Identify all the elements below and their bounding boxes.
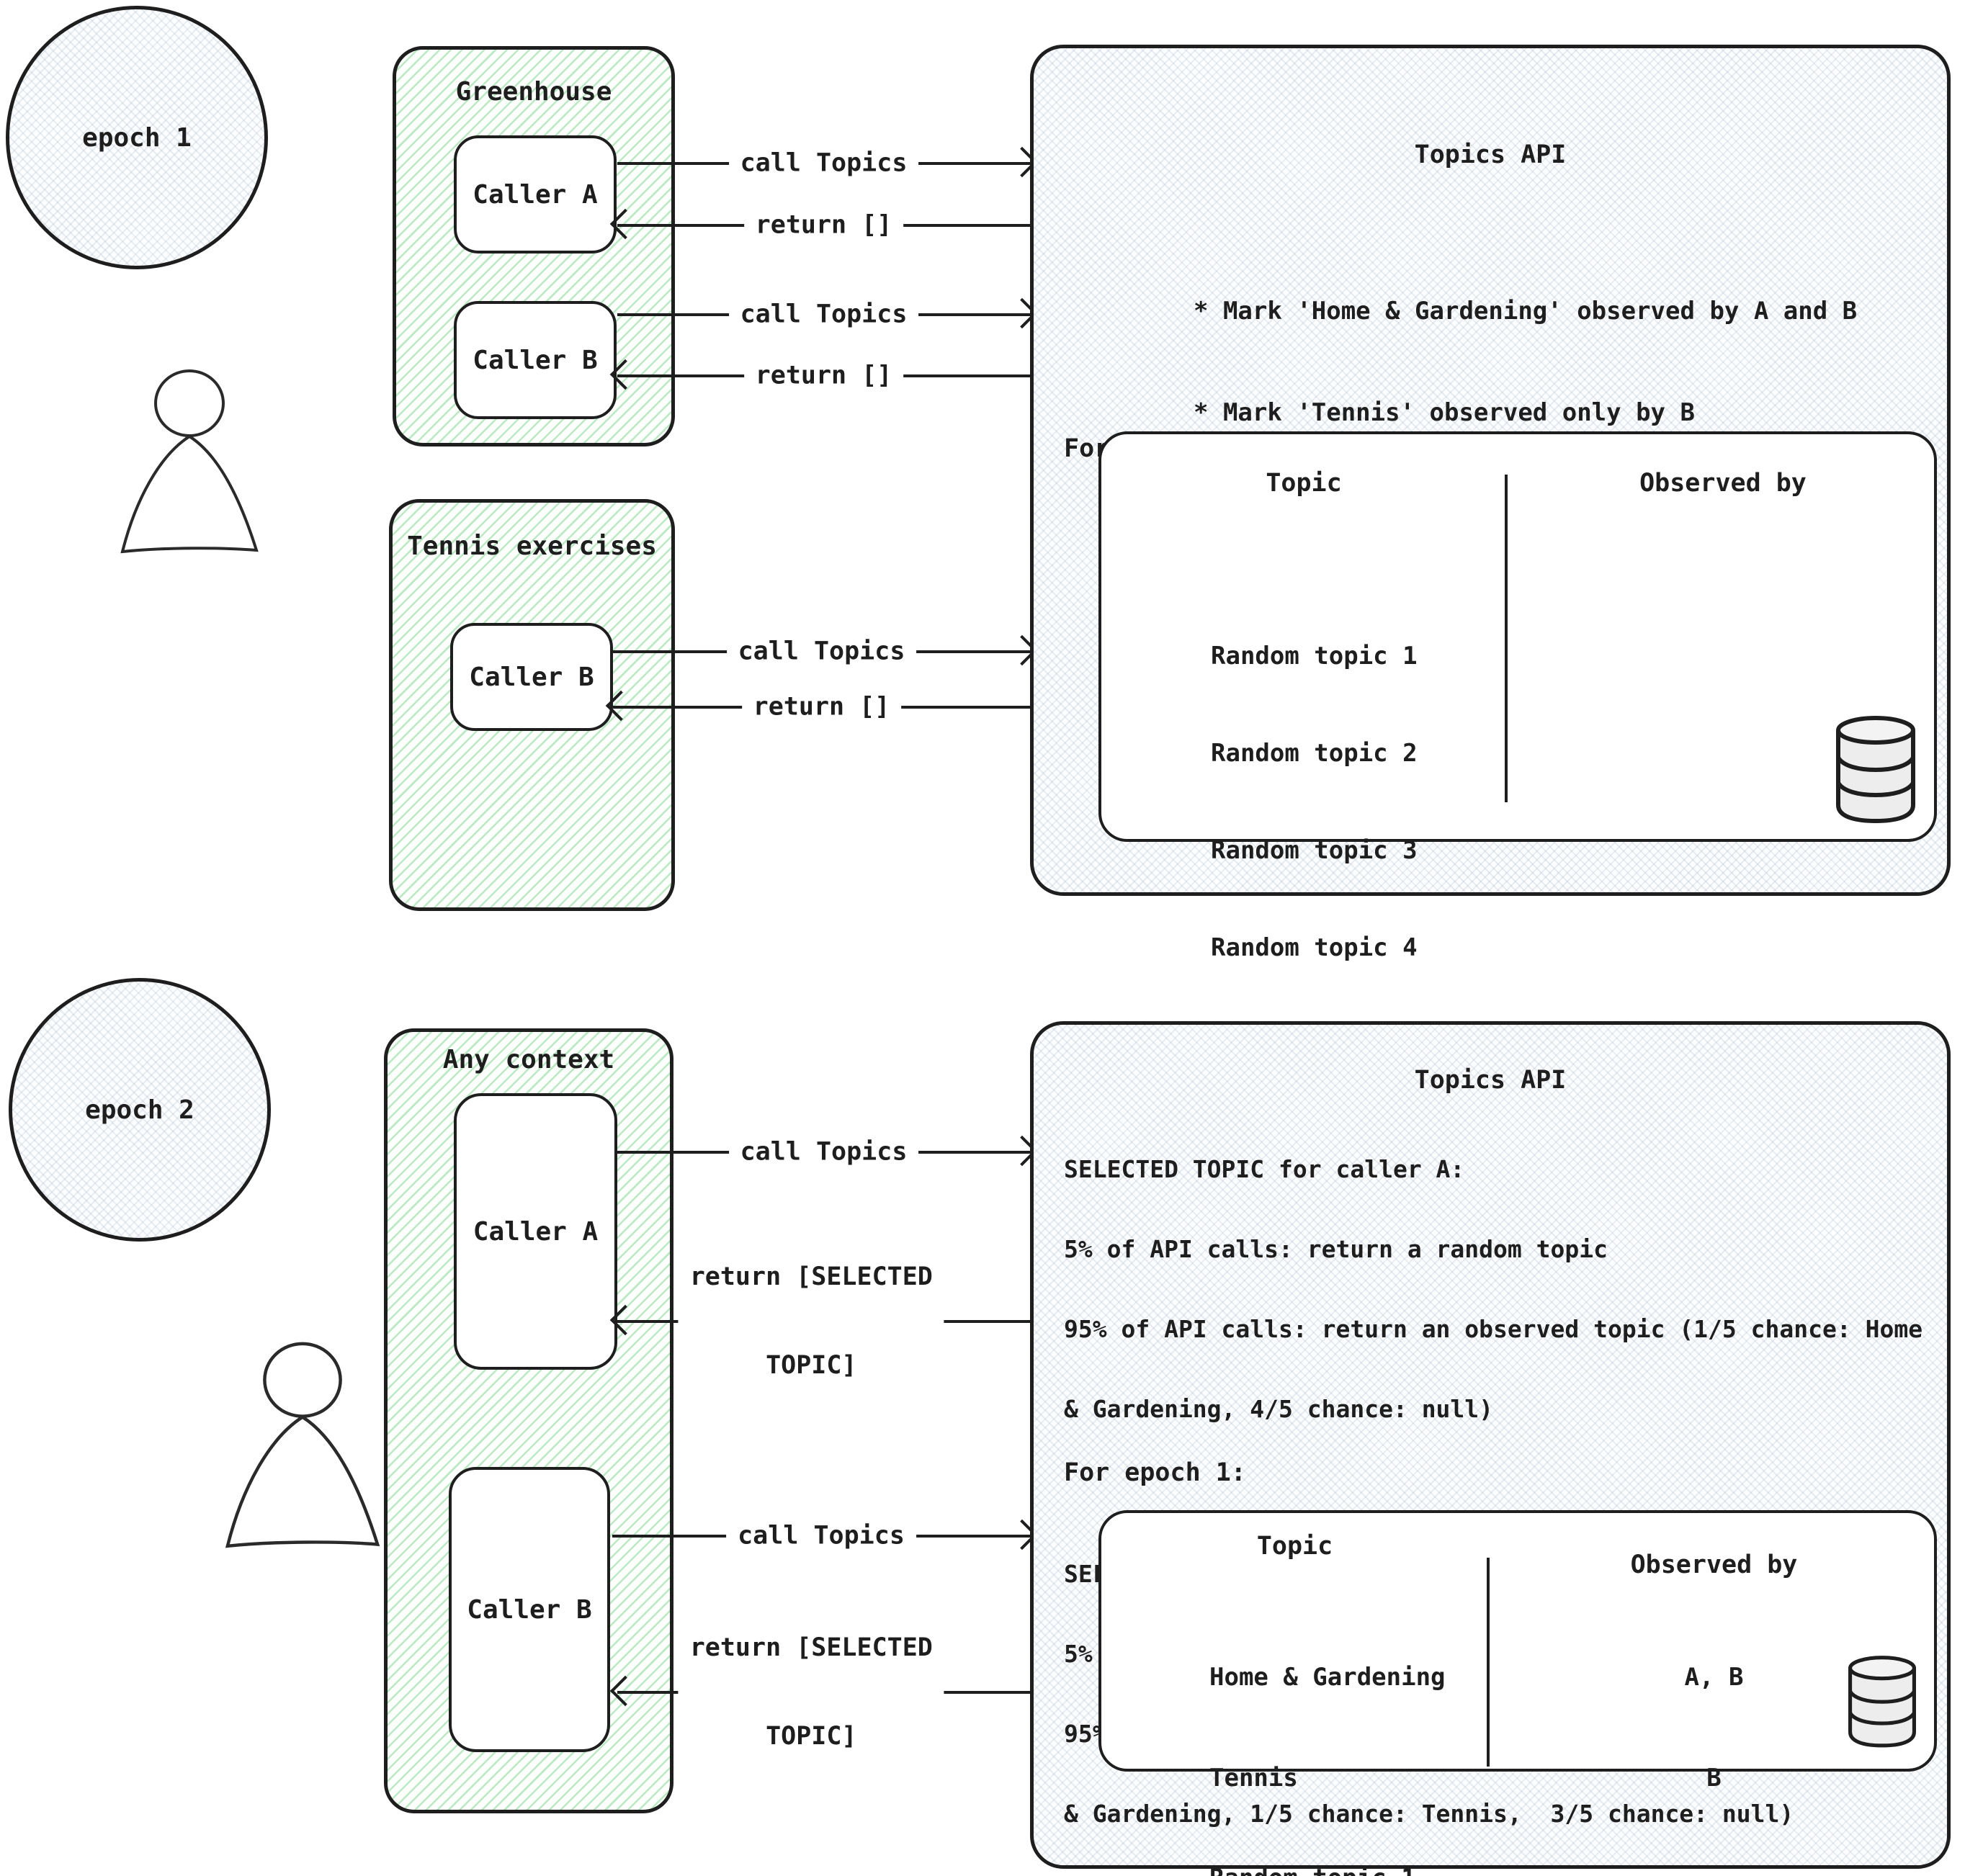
observed-value: A, B <box>1684 1663 1744 1692</box>
topics-api-title: Topics API <box>1414 1066 1567 1095</box>
epoch1-circle: epoch 1 <box>6 6 268 269</box>
topics-api-title: Topics API <box>1414 140 1567 169</box>
note-home-gardening: * Mark 'Home & Gardening' observed by A … <box>1194 297 1858 326</box>
topics-table-epoch2: Topic Observed by Home & Gardening Tenni… <box>1098 1510 1937 1876</box>
table-row: Home & Gardening <box>1209 1663 1446 1692</box>
arrow-label-line1: return [SELECTED <box>689 1262 933 1291</box>
caller-b-box-tennis: Caller B <box>450 623 613 731</box>
epoch1-label: epoch 1 <box>82 122 192 153</box>
tennis-exercises-title: Tennis exercises <box>407 531 657 561</box>
arrow-label: return [] <box>743 207 904 243</box>
table-divider <box>1505 475 1508 802</box>
observed-value: B <box>1706 1763 1722 1792</box>
rule-line: & Gardening, 1/5 chance: Tennis, 3/5 cha… <box>1064 1800 1794 1828</box>
rule-line: & Gardening, 4/5 chance: null) <box>1064 1395 1494 1423</box>
caller-b-label: Caller B <box>467 1594 592 1625</box>
rule-line: 95% of API calls: return an observed top… <box>1064 1315 1923 1343</box>
for-epoch-label: For epoch 1: <box>1064 1458 1246 1487</box>
topics-api-box-epoch2: Topics API SELECTED TOPIC for caller A: … <box>1030 1021 1951 1876</box>
person-icon <box>225 1342 380 1548</box>
arrow-label: call Topics <box>726 1518 916 1554</box>
greenhouse-title: Greenhouse <box>455 77 612 107</box>
table-header-topic: Topic <box>1256 1532 1333 1561</box>
note-tennis: * Mark 'Tennis' observed only by B <box>1194 398 1695 427</box>
arrow-label-line2: TOPIC] <box>766 1351 857 1381</box>
arrow-label-line2: TOPIC] <box>766 1722 857 1751</box>
caller-b-box-epoch2: Caller B <box>449 1467 610 1752</box>
table-row: Random topic 2 <box>1211 739 1418 768</box>
arrow-label: return [SELECTED TOPIC] <box>678 1570 944 1815</box>
caller-a-label: Caller A <box>473 1216 599 1247</box>
topic-rows: Home & Gardening Tennis Random topic 1 R… <box>1209 1594 1446 1876</box>
caller-a-box-epoch1: Caller A <box>454 135 617 253</box>
arrow-label: return [] <box>743 358 904 394</box>
arrow-label: return [SELECTED TOPIC] <box>678 1199 944 1444</box>
api-notes: * Mark 'Home & Gardening' observed by A … <box>1194 227 1857 498</box>
arrow-label-line1: return [SELECTED <box>689 1633 933 1662</box>
epoch2-label: epoch 2 <box>85 1095 194 1125</box>
table-header-topic: Topic <box>1266 469 1342 498</box>
arrow-label: call Topics <box>728 1134 919 1170</box>
arrow-label: call Topics <box>726 634 917 670</box>
table-header-observed-by: Observed by <box>1639 469 1807 498</box>
database-icon <box>1848 1656 1916 1748</box>
table-row: Tennis <box>1209 1763 1298 1792</box>
caller-a-box-epoch2: Caller A <box>454 1093 617 1370</box>
table-row: Random topic 4 <box>1211 933 1418 962</box>
database-icon <box>1836 716 1915 824</box>
table-row: Random topic 1 <box>1211 642 1418 670</box>
table-header-observed-by: Observed by <box>1630 1550 1798 1579</box>
arrow-label: call Topics <box>728 145 919 181</box>
rule-line: 5% of API calls: return a random topic <box>1064 1235 1608 1263</box>
table-divider <box>1487 1558 1490 1767</box>
epoch2-circle: epoch 2 <box>9 978 271 1242</box>
table-row: Random topic 3 <box>1211 836 1418 865</box>
rule-line: SELECTED TOPIC for caller A: <box>1064 1155 1465 1183</box>
topics-api-box-epoch1: Topics API * Mark 'Home & Gardening' obs… <box>1030 45 1951 1059</box>
table-row: Random topic 1 <box>1209 1862 1446 1876</box>
arrow-label: call Topics <box>728 297 919 333</box>
caller-b-label: Caller B <box>469 662 594 692</box>
any-context-title: Any context <box>442 1045 615 1074</box>
arrow-label: return [] <box>741 689 902 725</box>
caller-b-label: Caller B <box>473 345 598 375</box>
topics-table-epoch1: Topic Observed by Random topic 1 Random … <box>1098 431 1937 1059</box>
observed-rows: A, B B <box>1488 1594 1940 1862</box>
person-icon <box>120 369 259 554</box>
caller-b-box-epoch1: Caller B <box>454 301 617 419</box>
caller-a-label: Caller A <box>473 179 598 210</box>
